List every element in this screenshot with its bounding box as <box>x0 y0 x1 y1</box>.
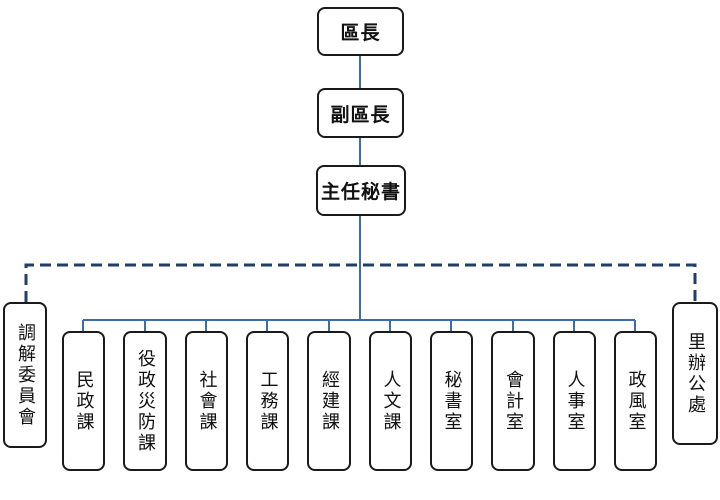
unit-personnel-box: 人事室 <box>553 331 596 471</box>
unit-secretariat-box: 秘書室 <box>430 331 473 471</box>
unit-humanities-box: 人文課 <box>369 331 412 471</box>
unit-social-affairs-box: 社會課 <box>185 331 228 471</box>
district-chief-box: 區長 <box>317 7 404 56</box>
unit-drop-lines <box>82 320 636 331</box>
dashed-side-connector <box>24 263 697 302</box>
deputy-chief-box: 副區長 <box>317 88 404 138</box>
mediation-committee-box: 調解委員會 <box>3 302 47 448</box>
unit-accounting-box: 會計室 <box>491 331 535 471</box>
unit-economic-development-box: 經建課 <box>307 331 351 471</box>
unit-military-disaster-box: 役政災防課 <box>123 331 167 471</box>
chief-secretary-box: 主任秘書 <box>316 165 406 216</box>
village-office-box: 里辦公處 <box>672 302 718 445</box>
unit-civil-affairs-box: 民政課 <box>62 331 105 471</box>
unit-ethics-box: 政風室 <box>614 331 657 471</box>
unit-public-works-box: 工務課 <box>246 331 289 471</box>
